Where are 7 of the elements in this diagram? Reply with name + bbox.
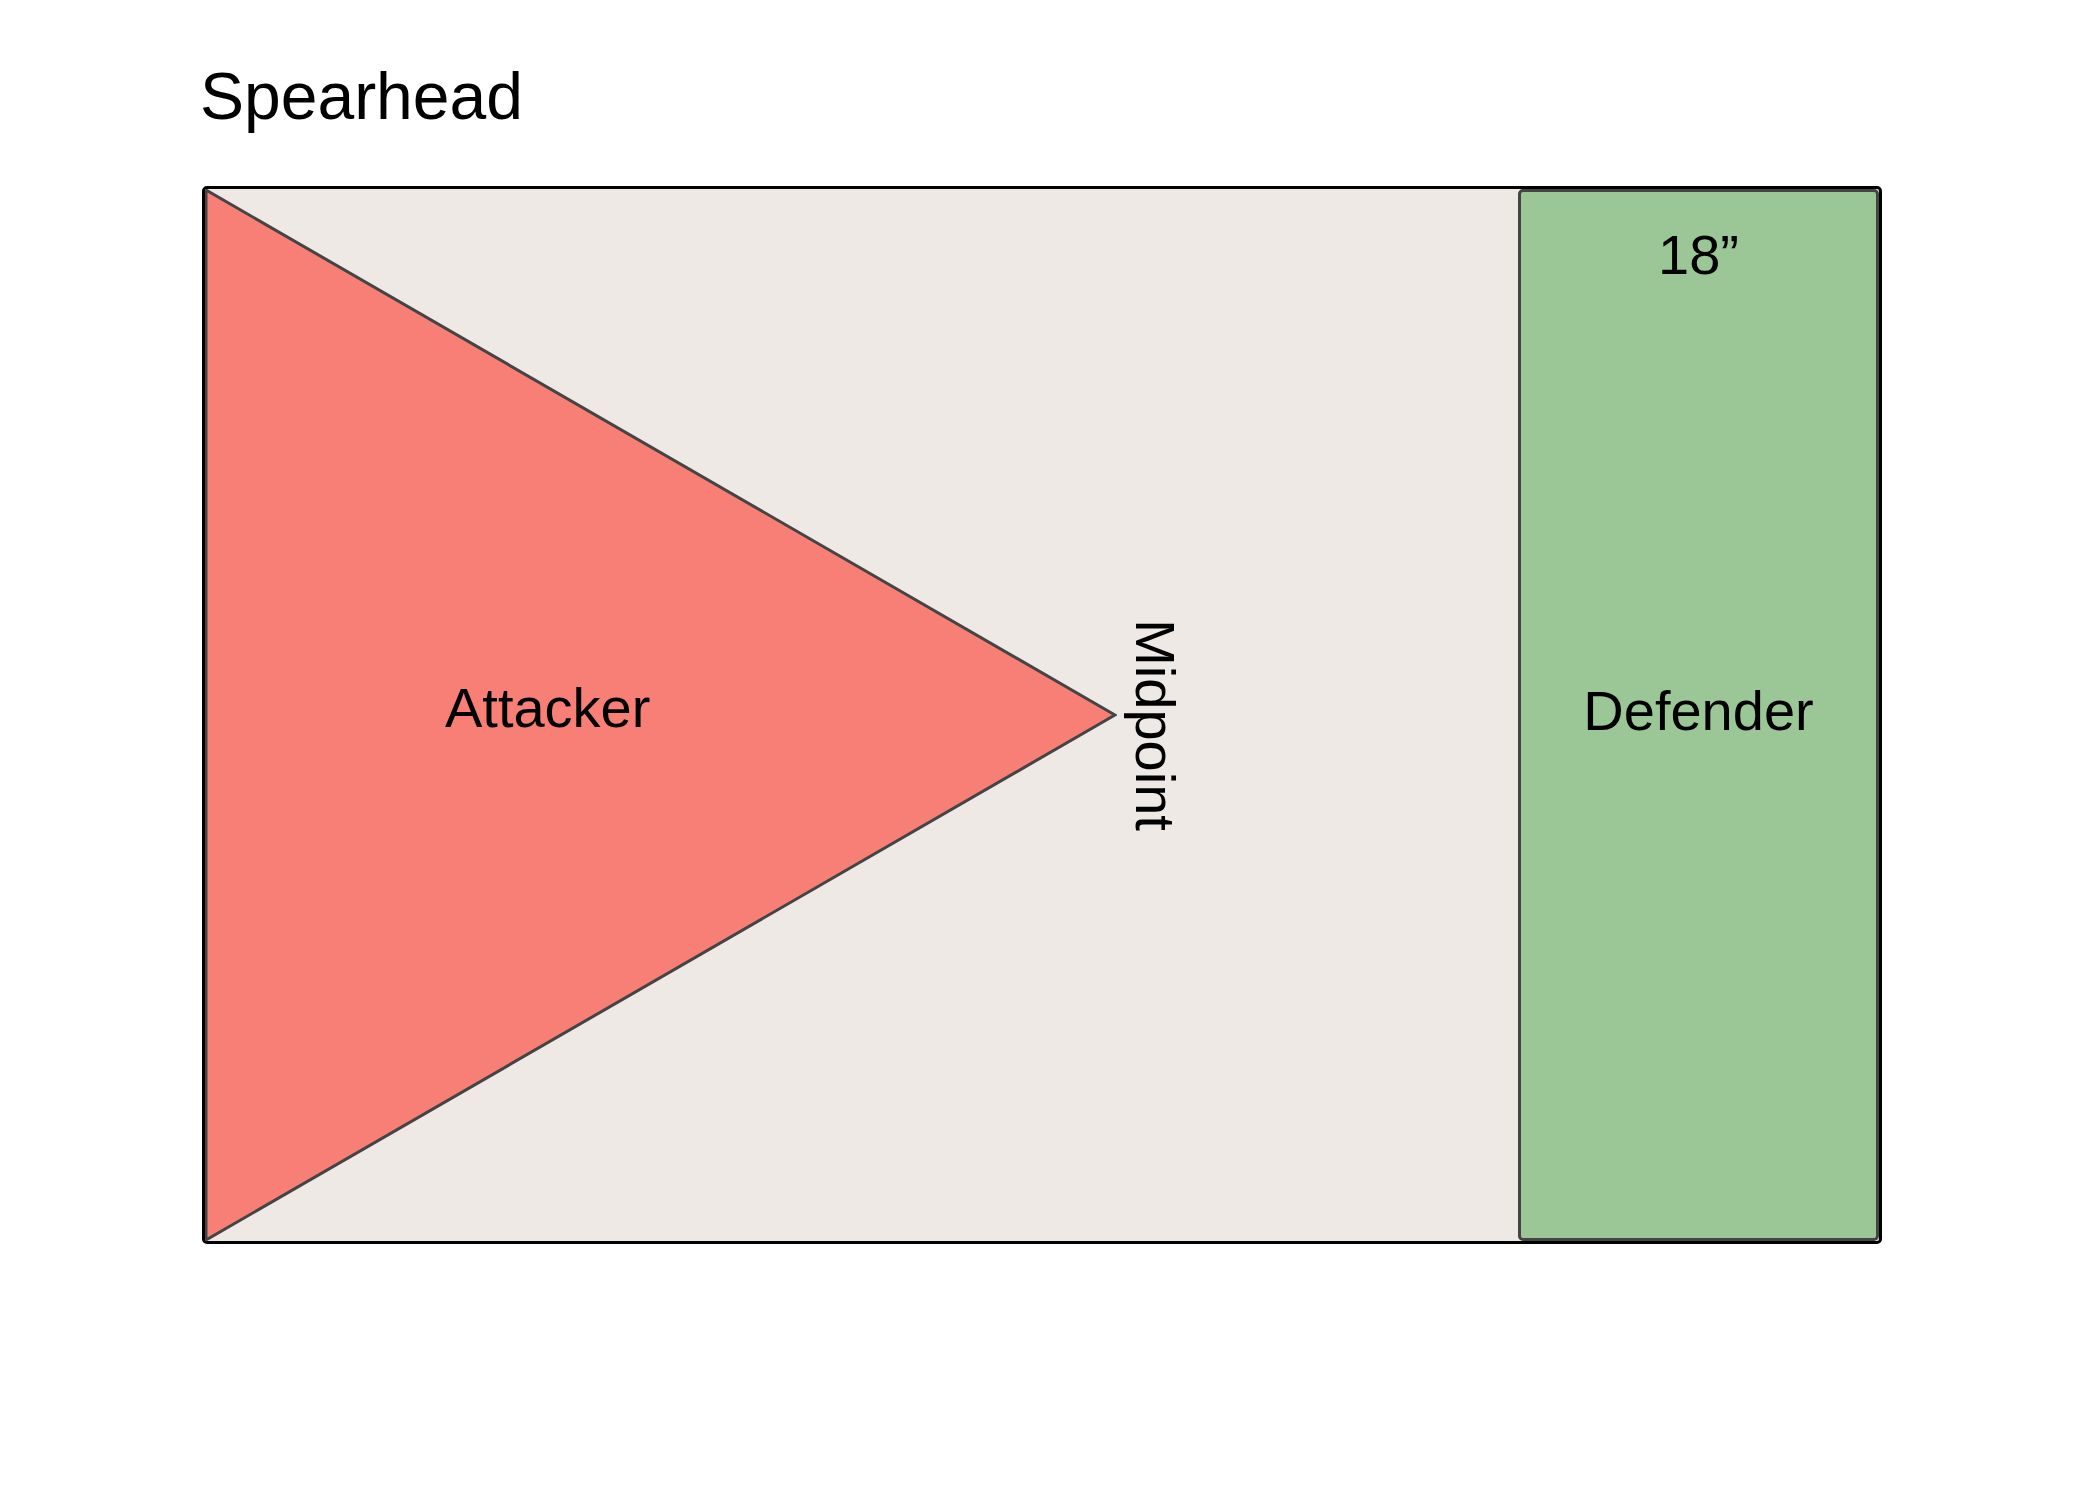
zone-label: Attacker [445, 675, 651, 740]
diagram-title: Spearhead [200, 58, 523, 134]
midpoint-label: Midpoint [1123, 619, 1188, 831]
deployment-zone [1518, 189, 1879, 1241]
zone-label: Defender [1582, 678, 1815, 743]
board-area [202, 186, 1882, 1244]
zone-depth-label: 18” [1657, 222, 1740, 287]
